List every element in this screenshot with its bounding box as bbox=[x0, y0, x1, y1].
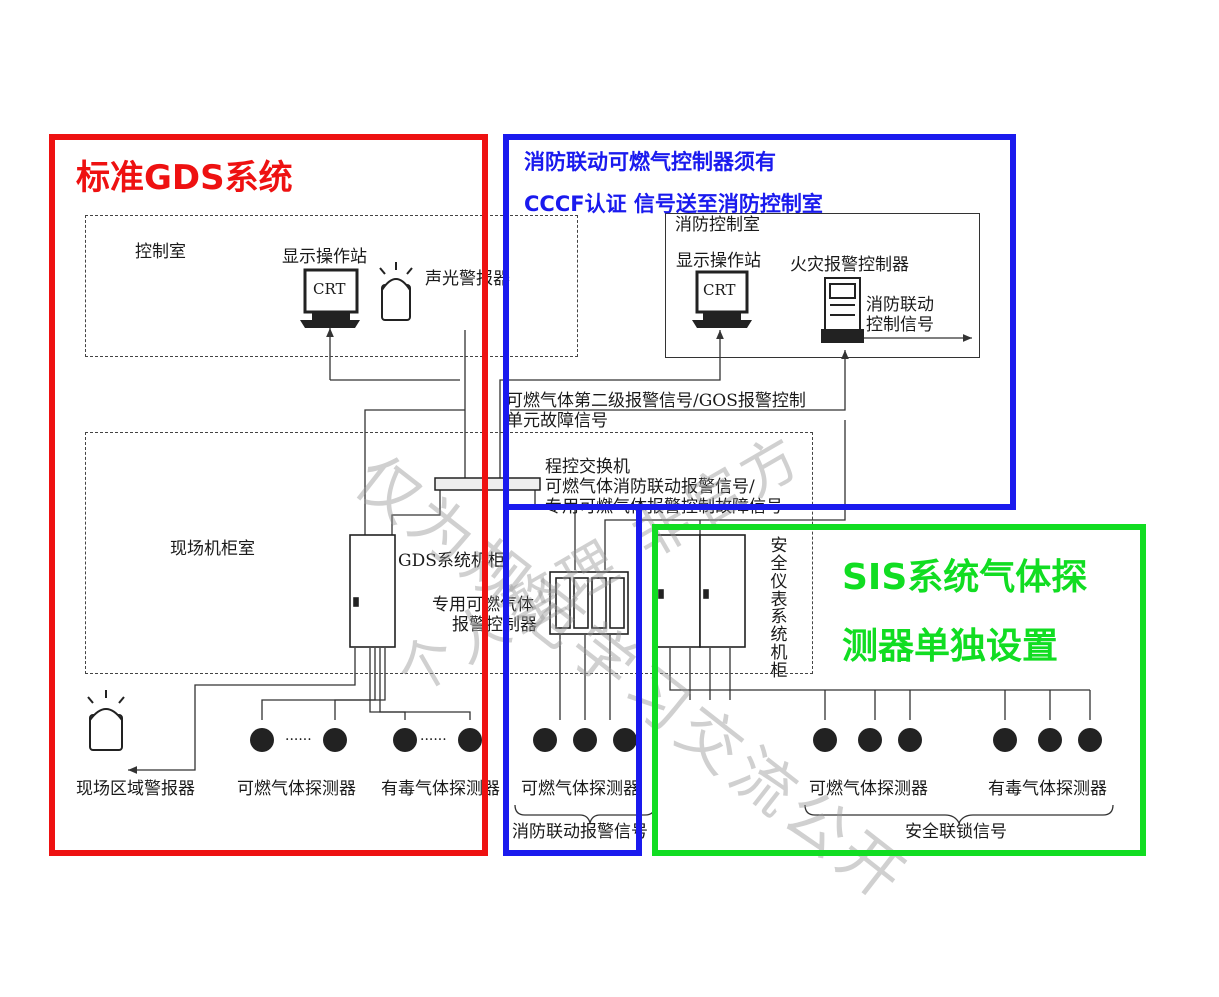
combustible-sis-detector-label: 可燃气体探测器 bbox=[809, 779, 928, 799]
green-highlight-box bbox=[652, 524, 1146, 856]
toxic-sis-detector-label: 有毒气体探测器 bbox=[988, 779, 1107, 799]
field-cabinet-room-label: 现场机柜室 bbox=[170, 539, 255, 559]
fire-link-signal-label-1: 消防联动 bbox=[866, 295, 934, 315]
level2-signal-label-2: 单元故障信号 bbox=[506, 411, 608, 431]
pbx-label: 程控交换机 bbox=[545, 457, 630, 477]
blue-highlight-title-1: 消防联动可燃气控制器须有 bbox=[524, 150, 776, 174]
green-highlight-title-1: SIS系统气体探 bbox=[842, 557, 1088, 598]
crt-label: CRT bbox=[313, 280, 346, 298]
field-cabinet-room-zone bbox=[85, 432, 813, 674]
fire-link-alarm-signal-label-1: 可燃气体消防联动报警信号/ bbox=[545, 477, 755, 497]
sound-light-alarm-label: 声光警报器 bbox=[425, 269, 510, 289]
control-room-label: 控制室 bbox=[135, 242, 186, 262]
detector-ellipsis: ······ bbox=[285, 732, 312, 748]
sis-cabinet-label: 安全仪表系统机柜 bbox=[770, 536, 788, 681]
combustible-fire-detector-label: 可燃气体探测器 bbox=[521, 779, 640, 799]
display-station-label: 显示操作站 bbox=[282, 247, 367, 267]
fire-control-room-label: 消防控制室 bbox=[675, 215, 760, 235]
detector-ellipsis-2: ······ bbox=[420, 732, 447, 748]
red-highlight-box bbox=[49, 134, 488, 856]
crt-fire-label: CRT bbox=[703, 281, 736, 299]
fire-link-signal-label-2: 控制信号 bbox=[866, 315, 934, 335]
safety-interlock-signal-label: 安全联锁信号 bbox=[905, 822, 1007, 842]
display-station-fire-label: 显示操作站 bbox=[676, 251, 761, 271]
fire-control-room-zone bbox=[665, 213, 980, 358]
blue-highlight-title-2: CCCF认证 信号送至消防控制室 bbox=[524, 192, 823, 216]
fire-link-alarm-signal-label: 消防联动报警信号 bbox=[512, 822, 648, 842]
crt-monitor-icon bbox=[300, 268, 360, 328]
blue-highlight-box-lower bbox=[503, 504, 642, 856]
level2-signal-label-1: 可燃气体第二级报警信号/GOS报警控制 bbox=[506, 391, 806, 411]
red-highlight-title: 标准GDS系统 bbox=[76, 158, 293, 198]
field-area-alarm-label: 现场区域警报器 bbox=[76, 779, 195, 799]
green-highlight-title-2: 测器单独设置 bbox=[842, 626, 1059, 667]
control-room-zone bbox=[85, 215, 578, 357]
dedicated-controller-label-2: 报警控制器 bbox=[452, 615, 537, 635]
toxic-detector-label: 有毒气体探测器 bbox=[381, 779, 500, 799]
fire-alarm-controller-label: 火灾报警控制器 bbox=[790, 255, 909, 275]
combustible-detector-label: 可燃气体探测器 bbox=[237, 779, 356, 799]
blue-highlight-box-upper bbox=[503, 134, 1016, 510]
gds-cabinet-label: GDS系统机柜 bbox=[398, 551, 505, 571]
